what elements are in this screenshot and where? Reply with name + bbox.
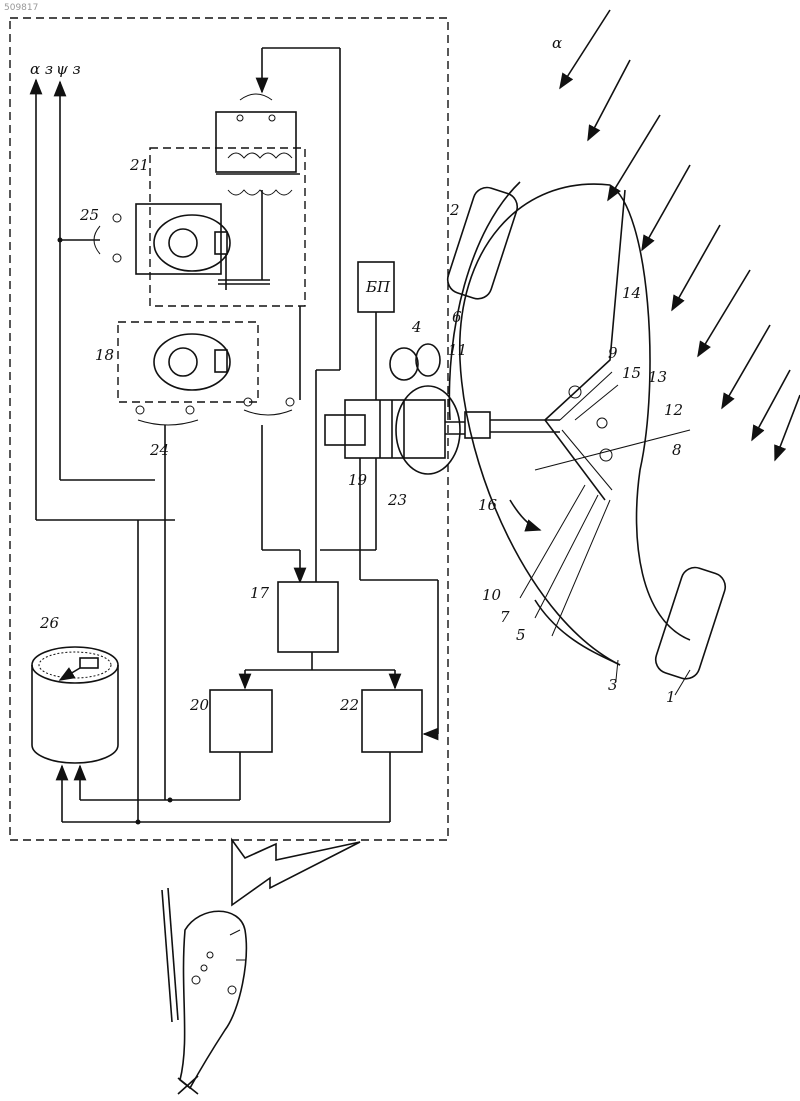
label-5: 5 — [516, 626, 526, 644]
label-9: 9 — [608, 344, 618, 362]
helicopter — [162, 888, 246, 1094]
label-15: 15 — [622, 364, 641, 382]
label-23: 23 — [387, 491, 407, 509]
label-1: 1 — [666, 688, 676, 706]
indicator-26: 26 — [32, 520, 173, 825]
label-26: 26 — [39, 614, 60, 632]
gyro-4: 4 — [390, 318, 440, 380]
label-14: 14 — [622, 284, 641, 302]
label-12: 12 — [664, 401, 683, 419]
label-10: 10 — [482, 586, 502, 604]
block-20: 20 — [80, 670, 272, 800]
label-17: 17 — [250, 584, 270, 602]
radio-link-arrow — [232, 840, 360, 905]
output-psi-label: ψ з — [56, 60, 81, 78]
label-24: 24 — [149, 441, 169, 459]
label-25: 25 — [79, 206, 99, 224]
label-7: 7 — [500, 608, 510, 626]
label-6: 6 — [452, 308, 462, 326]
document-number: 509817 — [4, 3, 38, 13]
label-22: 22 — [339, 696, 359, 714]
label-2: 2 — [449, 201, 460, 219]
antenna-dish: 2 14 6 11 9 15 13 12 8 10 7 5 3 1 — [444, 182, 729, 706]
label-21: 21 — [129, 156, 149, 174]
output-alpha-label: α з — [30, 60, 53, 78]
label-20: 20 — [189, 696, 210, 714]
label-18: 18 — [95, 346, 114, 364]
power-supply-label: БП — [365, 278, 391, 296]
label-19: 19 — [348, 471, 368, 489]
label-8: 8 — [672, 441, 682, 459]
power-supply-block: БП — [320, 262, 394, 550]
alpha-label: α — [552, 34, 562, 52]
block-22: 22 — [62, 458, 438, 822]
label-4: 4 — [411, 318, 422, 336]
label-11: 11 — [448, 341, 467, 359]
label-13: 13 — [648, 368, 667, 386]
